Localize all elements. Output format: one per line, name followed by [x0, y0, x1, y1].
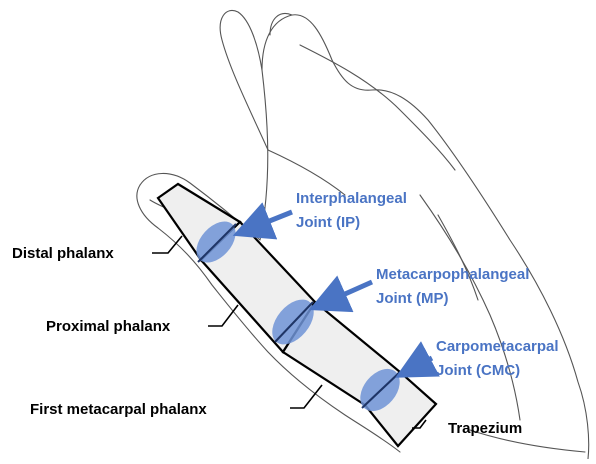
proximal-leader — [208, 305, 238, 326]
ip-joint-label-line1: Interphalangeal — [296, 190, 407, 207]
trapezium-label: Trapezium — [448, 420, 522, 437]
first-metacarpal-label: First metacarpal phalanx — [30, 401, 207, 418]
hand-crease-1 — [268, 150, 345, 195]
ip-joint-arrow — [242, 212, 292, 232]
mp-joint-arrow — [318, 282, 372, 306]
mp-joint-label-line2: Joint (MP) — [376, 290, 449, 307]
hand-crease-2 — [420, 195, 520, 420]
proximal-phalanx-label: Proximal phalanx — [46, 318, 171, 335]
cmc-joint-label-line1: Carpometacarpal — [436, 338, 559, 355]
hand-finger-back-1 — [220, 10, 268, 150]
joints — [189, 214, 408, 419]
distal-phalanx-label: Distal phalanx — [12, 245, 114, 262]
hand-knuckle-line — [300, 45, 455, 170]
metacarpal-leader — [290, 385, 322, 408]
cmc-joint-arrow — [404, 358, 432, 373]
cmc-joint-label-line2: Joint (CMC) — [436, 362, 520, 379]
mp-joint-label-line1: Metacarpophalangeal — [376, 266, 529, 283]
ip-joint-label-line2: Joint (IP) — [296, 214, 360, 231]
hand-crease-3 — [438, 215, 478, 300]
hand-finger-back-2 — [270, 14, 292, 35]
